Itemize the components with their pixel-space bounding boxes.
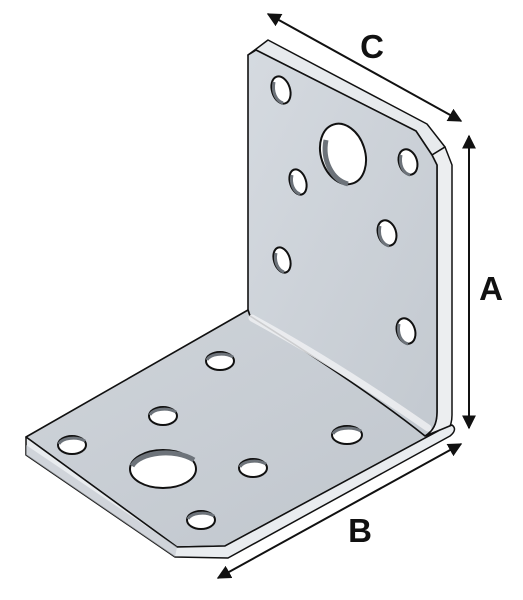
hole-icon — [331, 425, 363, 445]
bend-highlight — [248, 314, 432, 432]
hole-icon — [288, 168, 308, 196]
hole-icon — [397, 148, 419, 177]
large-hole-icon — [129, 449, 197, 489]
horizontal-leg-front-edge-shade — [26, 445, 177, 557]
hole-icon — [205, 351, 235, 371]
dimension-a: A — [462, 134, 503, 430]
dimension-label-b: B — [348, 512, 372, 549]
dimension-b-arrow — [216, 443, 463, 579]
hole-icon — [272, 246, 292, 274]
large-hole-icon — [318, 122, 368, 187]
hole-icon — [395, 317, 417, 346]
hole-icon — [238, 458, 268, 478]
dimension-label-a: A — [479, 270, 503, 307]
dimension-c-arrow — [266, 13, 463, 122]
hole-icon — [376, 219, 398, 248]
dimension-label-c: C — [360, 28, 384, 65]
horizontal-leg — [25, 309, 456, 559]
hole-icon — [186, 510, 216, 530]
dimension-c: C — [266, 13, 463, 122]
hole-icon — [148, 406, 178, 426]
hole-icon — [57, 435, 87, 455]
dimension-b: B — [216, 443, 463, 579]
